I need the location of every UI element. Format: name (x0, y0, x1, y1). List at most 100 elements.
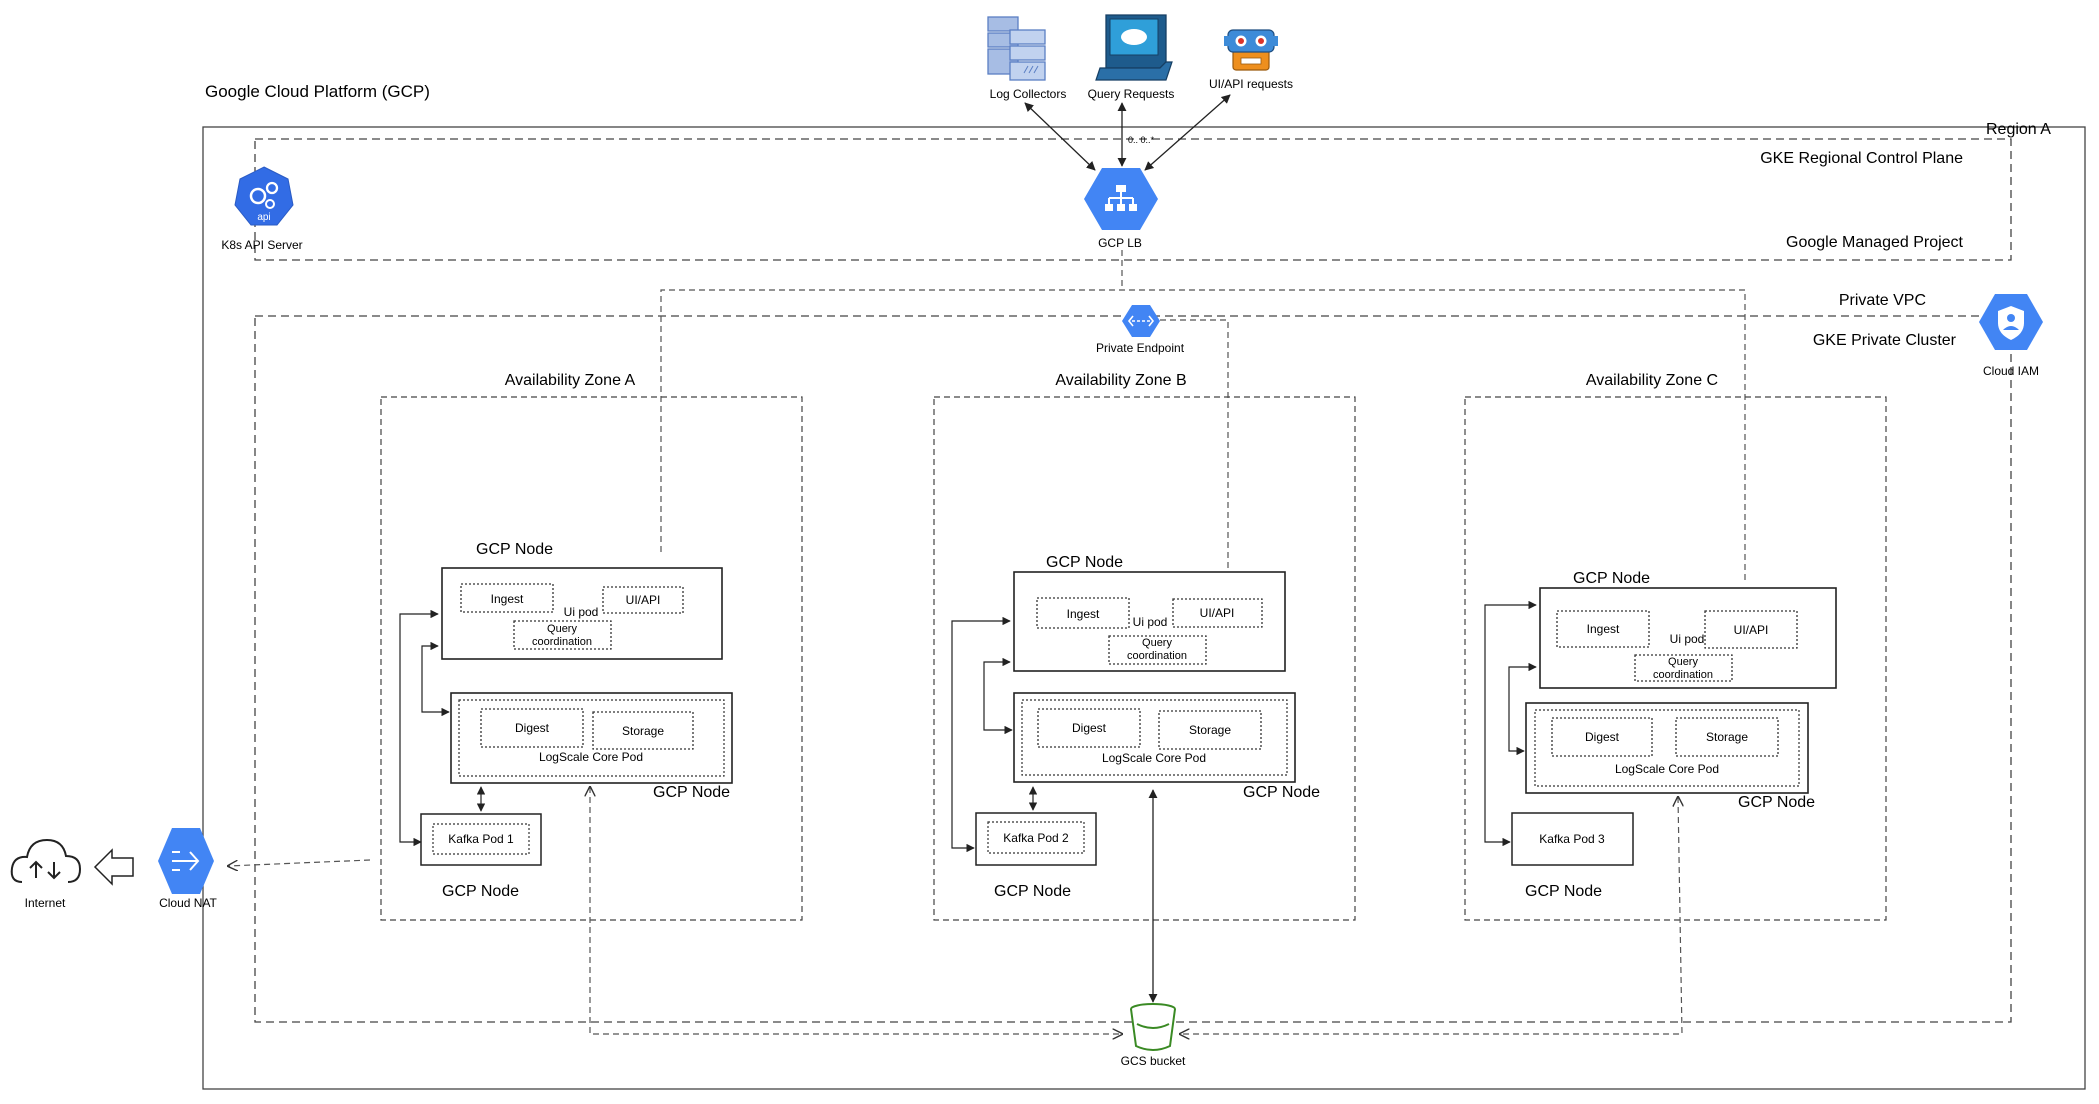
node-a-kafka-label: GCP Node (442, 883, 519, 900)
node-b-kafka-label: GCP Node (994, 883, 1071, 900)
ui-pod-c (1539, 587, 1837, 689)
digest-a-label: Digest (515, 721, 550, 735)
kafka-c-label: Kafka Pod 3 (1539, 832, 1605, 846)
port-label: 0.. 0..* (1128, 135, 1155, 145)
cloud-iam-icon (1979, 294, 2043, 350)
node-c-kafka-label: GCP Node (1525, 883, 1602, 900)
ui-to-lb-arrow (1144, 94, 1231, 171)
query-requests-icon (1095, 14, 1173, 81)
cloud-iam-label: Cloud IAM (1983, 364, 2039, 378)
ingest-b (1036, 597, 1130, 629)
ui-api-a-label: UI/API (626, 593, 661, 607)
ingest-c-label: Ingest (1587, 622, 1620, 636)
cloud-nat-label: Cloud NAT (159, 896, 217, 910)
core-c-to-gcs-line (1180, 797, 1682, 1034)
node-c-label: GCP Node (1573, 570, 1650, 587)
ingest-c (1556, 610, 1650, 648)
k8s-api-label: K8s API Server (221, 238, 302, 252)
cluster-to-nat-arrow (228, 859, 371, 866)
cloud-nat-icon (158, 828, 214, 894)
log-to-lb-arrow (1024, 102, 1096, 171)
ui-api-requests-label: UI/API requests (1209, 77, 1293, 91)
core-a-to-gcs-line (590, 787, 1122, 1034)
digest-b-label: Digest (1072, 721, 1107, 735)
core-pod-b (1013, 692, 1296, 783)
region-a-box (202, 126, 2086, 1090)
node-b-core-label: GCP Node (1243, 784, 1320, 801)
ingest-a (460, 583, 554, 613)
core-pod-c-label: LogScale Core Pod (1615, 762, 1719, 776)
digest-c-label: Digest (1585, 730, 1620, 744)
node-a-core-label: GCP Node (653, 784, 730, 801)
storage-c-label: Storage (1706, 730, 1748, 744)
query-b-label-2: coordination (1127, 650, 1187, 662)
core-pod-a-label: LogScale Core Pod (539, 750, 643, 764)
vpc-boundary-line (660, 289, 1746, 583)
private-endpoint-icon (1122, 305, 1160, 337)
ui-pod-a-label: Ui pod (564, 605, 599, 619)
digest-a (480, 708, 584, 748)
query-a-label-2: coordination (532, 636, 592, 648)
endpoint-to-node-b-line (1140, 319, 1229, 568)
ui-api-b-label: UI/API (1200, 606, 1235, 620)
ui-pod-c-label: Ui pod (1670, 632, 1705, 646)
core-pod-b-label: LogScale Core Pod (1102, 751, 1206, 765)
kafka-b-label: Kafka Pod 2 (1003, 831, 1069, 845)
query-b (1108, 635, 1207, 665)
zone-b: Availability Zone B GCP Node Ingest UI/A… (933, 372, 1356, 921)
api-badge-text: api (257, 212, 270, 223)
storage-c (1675, 717, 1779, 757)
query-b-label-1: Query (1142, 637, 1172, 649)
storage-b-label: Storage (1189, 723, 1231, 737)
core-pod-a (450, 692, 733, 784)
storage-a-label: Storage (622, 724, 664, 738)
k8s-api-icon (234, 166, 294, 226)
zone-b-box (933, 396, 1356, 921)
private-cluster-label: GKE Private Cluster (1813, 332, 1957, 349)
ui-api-c (1704, 610, 1798, 649)
ingest-a-label: Ingest (491, 592, 524, 606)
query-c-label-2: coordination (1653, 669, 1713, 681)
query-a-label-1: Query (547, 623, 577, 635)
private-vpc-label: Private VPC (1839, 292, 1926, 309)
gcp-title: Google Cloud Platform (GCP) (205, 82, 430, 101)
ui-api-c-label: UI/API (1734, 623, 1769, 637)
log-collectors-label: Log Collectors (990, 87, 1067, 101)
storage-a (592, 711, 694, 750)
load-balancer-icon (1084, 168, 1158, 230)
kafka-a-label: Kafka Pod 1 (448, 832, 514, 846)
kafka-pod-a (420, 813, 542, 866)
storage-b (1158, 710, 1262, 750)
load-balancer-label: GCP LB (1098, 236, 1142, 250)
ui-pod-b (1013, 571, 1286, 672)
private-endpoint-label: Private Endpoint (1096, 341, 1185, 355)
log-collectors-icon (987, 16, 1046, 81)
query-c (1634, 654, 1733, 682)
gcs-bucket-label: GCS bucket (1121, 1054, 1186, 1068)
ui-pod-b-label: Ui pod (1133, 615, 1168, 629)
ui-api-a (602, 586, 684, 614)
ui-api-requests-icon (1224, 29, 1278, 71)
node-c-core-label: GCP Node (1738, 794, 1815, 811)
control-plane-label: GKE Regional Control Plane (1760, 150, 1963, 167)
ui-api-b (1172, 598, 1263, 628)
digest-c (1551, 717, 1653, 757)
digest-b (1037, 708, 1141, 748)
ingest-b-label: Ingest (1067, 607, 1100, 621)
node-a-label: GCP Node (476, 541, 553, 558)
core-pod-c (1525, 702, 1809, 794)
query-c-label-1: Query (1668, 656, 1698, 668)
cloud-icon (10, 838, 82, 883)
query-a (513, 620, 612, 650)
zone-a: Availability Zone A GCP Node Ingest UI/A… (380, 372, 803, 921)
nat-to-internet-arrow (93, 848, 134, 886)
zone-a-label: Availability Zone A (505, 372, 636, 389)
query-requests-label: Query Requests (1088, 87, 1175, 101)
region-a-label: Region A (1986, 121, 2051, 138)
zone-c: Availability Zone C GCP Node Ingest UI/A… (1464, 372, 1887, 921)
managed-project-label: Google Managed Project (1786, 234, 1964, 251)
gcs-bucket-icon (1130, 1003, 1176, 1051)
zone-c-label: Availability Zone C (1586, 372, 1718, 389)
zone-b-label: Availability Zone B (1055, 372, 1186, 389)
